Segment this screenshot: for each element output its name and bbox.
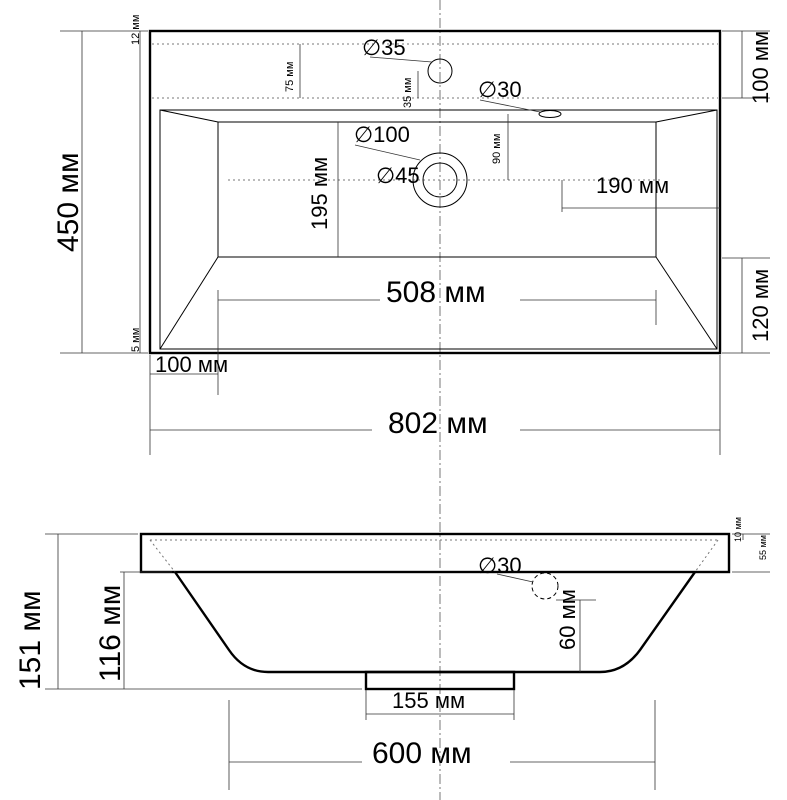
label-116: 116 мм <box>94 585 127 682</box>
drain-outer-ring <box>412 152 468 208</box>
label-d100: ∅100 <box>354 122 410 147</box>
bowl-corner-br <box>655 256 718 350</box>
label-side-d30: ∅30 <box>478 553 522 578</box>
label-side-ledge: 100 мм <box>155 352 228 377</box>
label-190: 190 мм <box>596 173 669 198</box>
label-450: 450 мм <box>52 152 85 252</box>
bowl-outer-edge <box>159 109 718 350</box>
label-600: 600 мм <box>372 737 472 770</box>
bowl-profile <box>174 571 696 674</box>
top-view: ∅35 ∅30 ∅100 ∅45 190 мм 508 мм 802 мм 10… <box>52 15 773 455</box>
overflow-slot <box>538 110 562 118</box>
label-rim-bottom: 5 мм <box>130 328 142 352</box>
label-508: 508 мм <box>386 276 486 309</box>
tap-hole <box>427 58 453 84</box>
label-195: 195 мм <box>307 157 332 230</box>
leader-100 <box>354 144 421 161</box>
basin-outline <box>148 29 722 355</box>
label-75: 75 мм <box>284 62 296 92</box>
rim-dashed-right <box>694 539 719 573</box>
label-155: 155 мм <box>392 688 465 713</box>
bowl-corner-tr <box>655 109 718 123</box>
label-90: 90 мм <box>491 134 503 164</box>
leader-35 <box>369 56 433 63</box>
side-view: ∅30 155 мм 600 мм 151 мм 116 мм 60 мм 10… <box>14 517 770 790</box>
bowl-corner-tl <box>159 109 219 123</box>
label-rim-top: 12 мм <box>130 15 142 45</box>
label-60: 60 мм <box>555 589 580 650</box>
label-d45: ∅45 <box>376 163 420 188</box>
overflow-hole <box>531 572 559 600</box>
label-151: 151 мм <box>14 590 47 690</box>
label-side-10: 10 мм <box>733 517 743 542</box>
label-back-ledge: 100 мм <box>748 31 773 104</box>
label-d35: ∅35 <box>362 35 406 60</box>
drain-hole <box>422 162 458 198</box>
rim-slab <box>139 532 731 574</box>
label-120: 120 мм <box>748 269 773 342</box>
rim-dashed-left <box>149 539 176 573</box>
label-802: 802 мм <box>388 407 488 440</box>
drain-spigot <box>364 670 516 691</box>
bowl-corner-bl <box>159 256 219 350</box>
bowl-bottom <box>217 121 657 258</box>
label-d30: ∅30 <box>478 77 522 102</box>
label-side-55: 55 мм <box>758 535 768 560</box>
label-hole-offset: 35 мм <box>402 78 414 108</box>
leader-30 <box>479 99 541 113</box>
leader-side-30 <box>496 573 534 583</box>
